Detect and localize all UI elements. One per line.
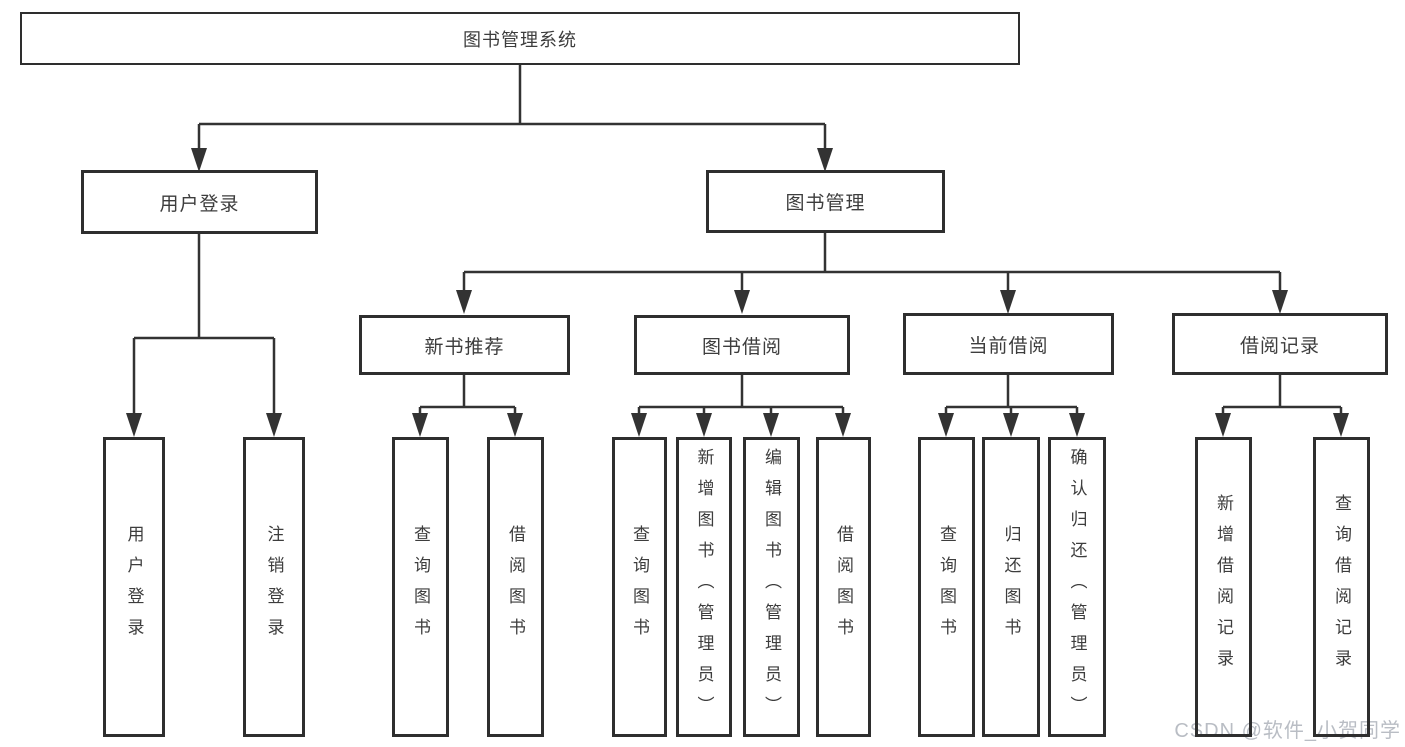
node-user-login: 用户登录 [81,170,318,234]
leaf-label: 确认归还（管理员） [1067,447,1087,727]
leaf-label: 编辑图书（管理员） [762,447,781,727]
node-leaf-confirm-return-admin: 确认归还（管理员） [1048,437,1106,737]
node-library-management-system: 图书管理系统 [20,12,1020,65]
node-leaf-borrow-books-2: 借阅图书 [816,437,871,737]
node-leaf-query-books-3: 查询图书 [918,437,975,737]
leaf-label: 查询图书 [630,525,649,649]
leaf-label: 归还图书 [1001,525,1021,649]
node-leaf-return-books: 归还图书 [982,437,1040,737]
leaf-label: 新增图书（管理员） [694,447,714,727]
leaf-label: 借阅图书 [834,525,853,649]
node-leaf-query-books-1: 查询图书 [392,437,449,737]
node-leaf-user-login: 用户登录 [103,437,165,737]
node-book-management: 图书管理 [706,170,945,233]
node-leaf-logout: 注销登录 [243,437,305,737]
node-new-book-recommend: 新书推荐 [359,315,570,375]
node-book-borrow: 图书借阅 [634,315,850,375]
node-leaf-query-books-2: 查询图书 [612,437,667,737]
leaf-label: 新增借阅记录 [1214,494,1233,680]
node-leaf-add-borrow-record: 新增借阅记录 [1195,437,1252,737]
node-leaf-edit-books-admin: 编辑图书（管理员） [743,437,800,737]
node-leaf-query-borrow-record: 查询借阅记录 [1313,437,1370,737]
leaf-label: 用户登录 [124,525,144,649]
node-leaf-add-books-admin: 新增图书（管理员） [676,437,732,737]
node-borrow-records: 借阅记录 [1172,313,1388,375]
leaf-label: 查询借阅记录 [1332,494,1351,680]
leaf-label: 查询图书 [411,525,430,649]
leaf-label: 注销登录 [264,525,284,649]
leaf-label: 查询图书 [937,525,956,649]
leaf-label: 借阅图书 [506,525,525,649]
node-leaf-borrow-books-1: 借阅图书 [487,437,544,737]
node-current-borrow: 当前借阅 [903,313,1114,375]
